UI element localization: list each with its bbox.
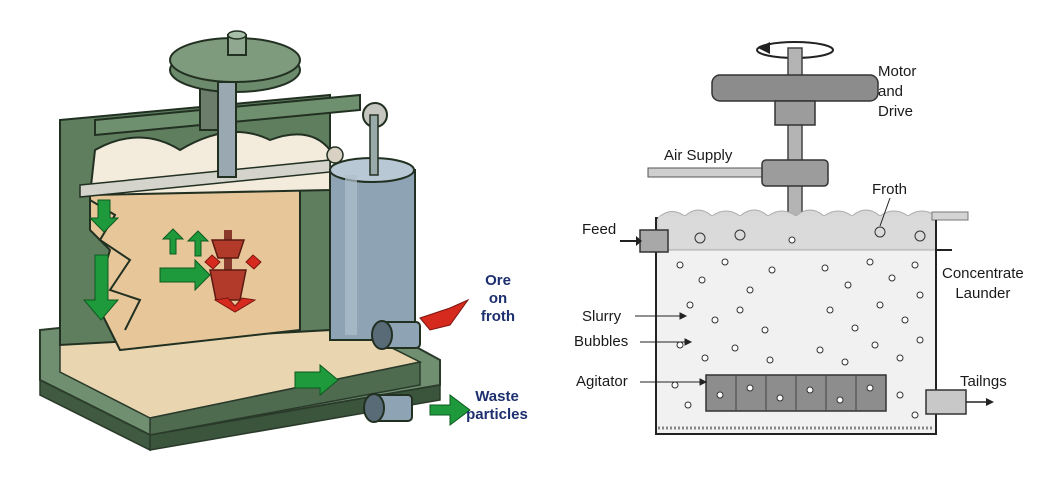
flotation-schematic <box>620 41 994 435</box>
agitator-block <box>705 374 887 412</box>
concentrate-launder-line-2: Launder <box>955 285 1011 302</box>
concentrate-launder-line-1: Concentrate <box>942 265 1024 282</box>
bubbles-label: Bubbles <box>574 333 629 350</box>
tailings-label: Tailngs <box>960 373 1007 390</box>
waste-particles-line-2: particles <box>466 406 528 423</box>
tank <box>655 209 969 435</box>
motor-and-drive-line-2: and <box>878 83 904 100</box>
froth-label: Froth <box>872 181 908 198</box>
feed-pipe <box>620 229 669 253</box>
concentrate-cylinder <box>329 157 416 341</box>
tailings-pipe <box>925 389 994 415</box>
waste-particles-label: Waste particles <box>462 388 532 424</box>
ore-on-froth-line-2: on <box>488 290 508 307</box>
right-panel-flotation-schematic: Motor and Drive Air Supply Froth Feed Co… <box>540 0 1060 480</box>
agitator-label: Agitator <box>576 373 628 390</box>
slurry-label: Slurry <box>582 308 622 325</box>
flow-arrows-green <box>82 199 471 426</box>
waste-particles-line-1: Waste <box>475 388 519 405</box>
motor-drive-disc <box>711 74 879 126</box>
label-leaders <box>635 197 891 386</box>
impeller <box>209 230 247 301</box>
flow-arrows-red <box>204 254 470 331</box>
feed-label: Feed <box>582 221 617 238</box>
concentrate-outlet-pipe <box>371 320 421 350</box>
tailings-outlet-pipe <box>363 393 413 423</box>
motor <box>169 30 301 178</box>
ore-on-froth-line-1: Ore <box>485 272 511 289</box>
ore-on-froth-line-3: froth <box>480 308 516 325</box>
lever-mechanism <box>326 102 388 176</box>
motor-and-drive-label: Motor and Drive <box>878 62 916 122</box>
motor-and-drive-line-1: Motor <box>878 63 917 80</box>
flotation-cell-illustration <box>39 30 471 452</box>
ore-on-froth-label: Ore on froth <box>478 272 518 326</box>
bubbles <box>671 226 926 419</box>
air-supply-label: Air Supply <box>664 147 733 164</box>
concentrate-launder-label: Concentrate Launder <box>942 264 1024 304</box>
air-supply-pipe <box>647 159 829 187</box>
motor-and-drive-line-3: Drive <box>878 103 914 120</box>
left-panel-flotation-cell-cutaway: Ore on froth Waste particles <box>39 30 532 452</box>
